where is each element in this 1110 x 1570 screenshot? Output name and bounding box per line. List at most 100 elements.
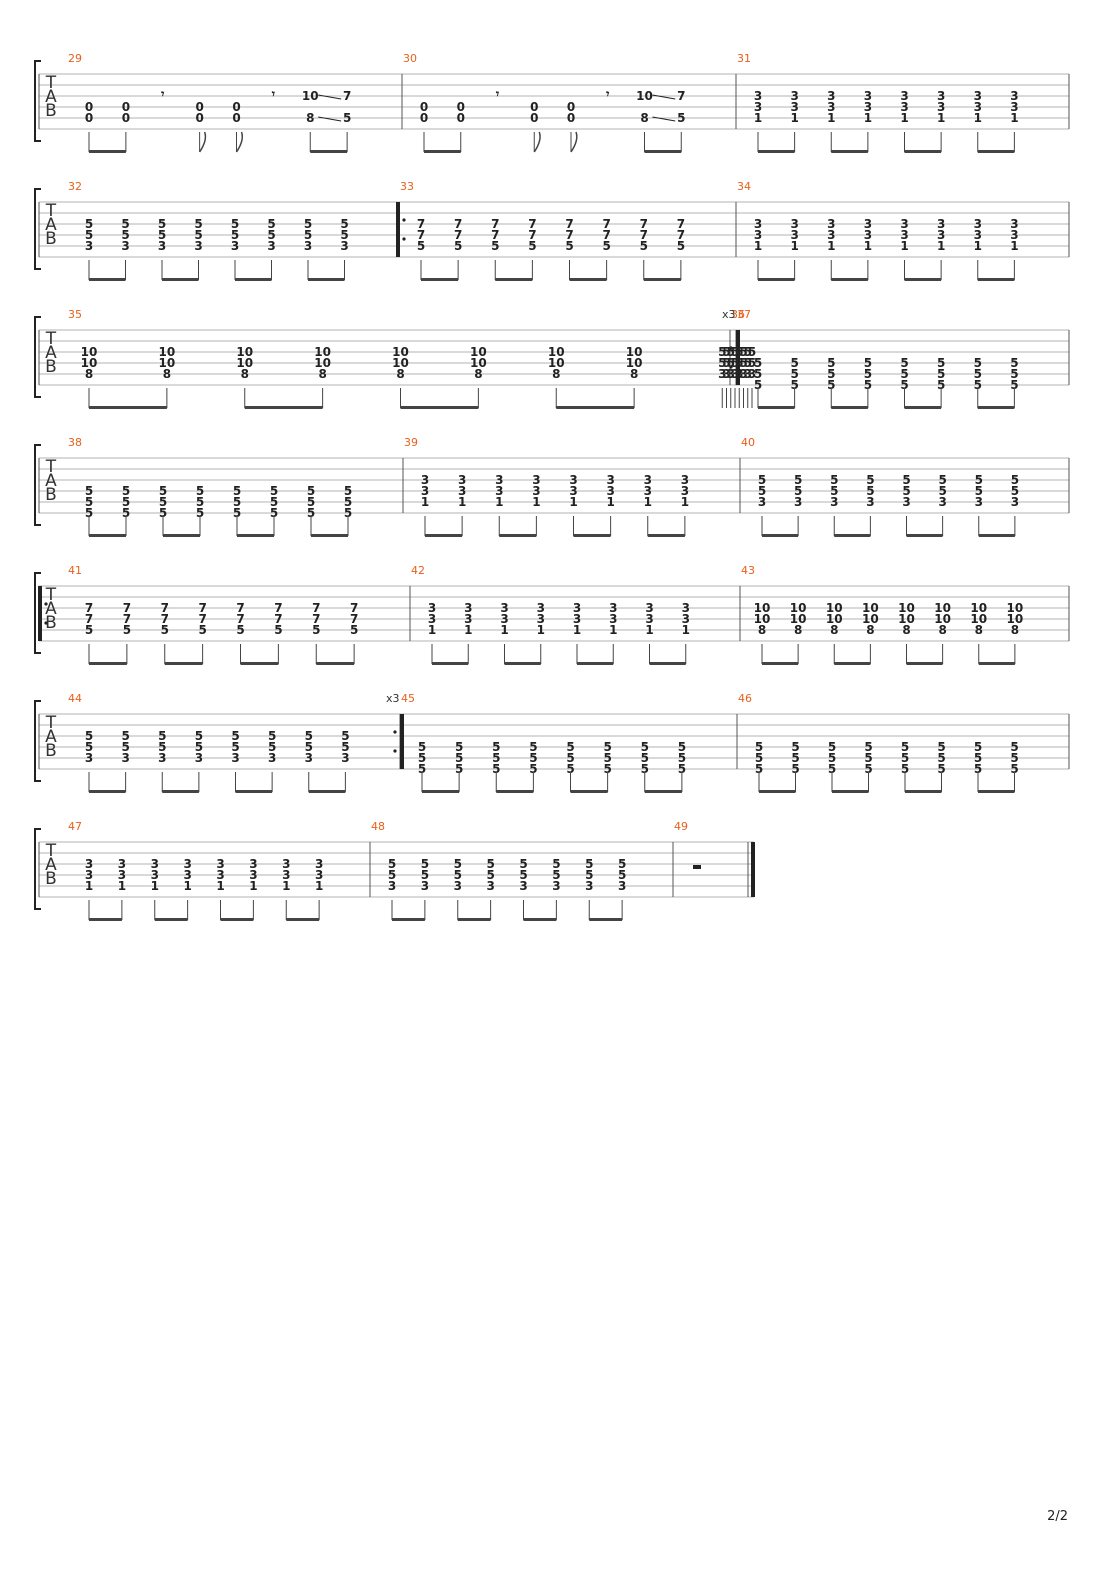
fret-number: 5 (790, 367, 798, 381)
fret-number: 5 (305, 729, 313, 743)
beam (504, 662, 541, 665)
fret-number: 1 (569, 495, 577, 509)
fret-number: 5 (722, 345, 730, 359)
fret-number: 5 (194, 217, 202, 231)
fret-number: 5 (122, 484, 130, 498)
fret-number: 3 (682, 612, 690, 626)
fret-number: 10 (862, 612, 879, 626)
fret-number: 3 (974, 89, 982, 103)
fret-number: 8 (241, 367, 249, 381)
fret-number: 5 (231, 228, 239, 242)
system-bracket (34, 60, 41, 142)
fret-number: 1 (421, 495, 429, 509)
fret-number: 5 (121, 740, 129, 754)
fret-number: 1 (900, 239, 908, 253)
fret-number: 7 (274, 612, 282, 626)
fret-number: 5 (233, 484, 241, 498)
fret-number: 5 (341, 729, 349, 743)
fret-number: 5 (754, 367, 762, 381)
fret-number: 1 (681, 495, 689, 509)
fret-number: 10 (754, 601, 771, 615)
fret-number: 5 (454, 857, 462, 871)
fret-number: 5 (552, 857, 560, 871)
fret-number: 3 (85, 751, 93, 765)
fret-number: 5 (305, 740, 313, 754)
tab-letter: A (45, 599, 57, 619)
fret-number: 5 (755, 740, 763, 754)
fret-number: 3 (569, 484, 577, 498)
fret-number: 8 (938, 623, 946, 637)
measure-number: 44 (68, 692, 82, 705)
fret-number: 5 (233, 506, 241, 520)
tab-letter: A (45, 855, 57, 875)
fret-number: 3 (974, 217, 982, 231)
fret-number: 1 (864, 111, 872, 125)
fret-number: 3 (495, 473, 503, 487)
fret-number: 10 (626, 345, 643, 359)
fret-number: 5 (270, 495, 278, 509)
fret-number: 3 (183, 868, 191, 882)
fret-number: 5 (937, 356, 945, 370)
fret-number: 1 (682, 623, 690, 637)
fret-number: 3 (790, 217, 798, 231)
fret-number: 5 (270, 506, 278, 520)
tab-letter: A (45, 87, 57, 107)
fret-number: 7 (602, 228, 610, 242)
slide-from: 10 (636, 89, 653, 103)
fret-number: 5 (566, 762, 574, 776)
beam (834, 534, 871, 537)
fret-number: 1 (315, 879, 323, 893)
fret-number: 5 (901, 762, 909, 776)
beam (240, 662, 279, 665)
fret-number: 3 (645, 612, 653, 626)
tab-letter: T (45, 201, 57, 221)
beam (495, 278, 533, 281)
fret-number: 3 (569, 473, 577, 487)
fret-number: 5 (828, 740, 836, 754)
measure-number: 30 (403, 52, 417, 65)
fret-number: 3 (85, 857, 93, 871)
fret-number: 8 (163, 367, 171, 381)
fret-number: 5 (902, 473, 910, 487)
fret-number: 5 (744, 345, 752, 359)
fret-number: 5 (902, 484, 910, 498)
measure-number: 43 (741, 564, 755, 577)
fret-number: 3 (827, 89, 835, 103)
measure-number: 45 (401, 692, 415, 705)
beam (831, 278, 868, 281)
fret-open: 0 (420, 100, 428, 114)
fret-number: 3 (552, 879, 560, 893)
fret-number: 1 (183, 879, 191, 893)
fret-number: 5 (85, 484, 93, 498)
fret-number: 5 (937, 751, 945, 765)
fret-number: 3 (573, 601, 581, 615)
repeat-dot (44, 621, 48, 625)
fret-number: 3 (606, 484, 614, 498)
fret-number: 5 (85, 729, 93, 743)
fret-number: 3 (341, 751, 349, 765)
fret-open: 0 (530, 100, 538, 114)
fret-number: 5 (827, 356, 835, 370)
repeat-start-bar (38, 586, 42, 641)
fret-number: 8 (474, 367, 482, 381)
fret-number: 5 (340, 228, 348, 242)
fret-number: 10 (314, 356, 331, 370)
fret-number: 5 (344, 495, 352, 509)
tab-letter: A (45, 215, 57, 235)
repeat-count: x3 (386, 692, 400, 705)
fret-number: 5 (727, 356, 735, 370)
fret-number: 5 (486, 857, 494, 871)
fret-number: 5 (1010, 751, 1018, 765)
fret-number: 5 (267, 217, 275, 231)
fret-number: 5 (236, 623, 244, 637)
fret-number: 5 (340, 217, 348, 231)
fret-number: 5 (491, 239, 499, 253)
beam (644, 150, 682, 153)
fret-number: 8 (794, 623, 802, 637)
beam (758, 278, 795, 281)
fret-number: 3 (937, 228, 945, 242)
fret-number: 5 (158, 217, 166, 231)
fret-number: 5 (519, 857, 527, 871)
fret-number: 5 (492, 762, 500, 776)
fret-number: 3 (500, 601, 508, 615)
